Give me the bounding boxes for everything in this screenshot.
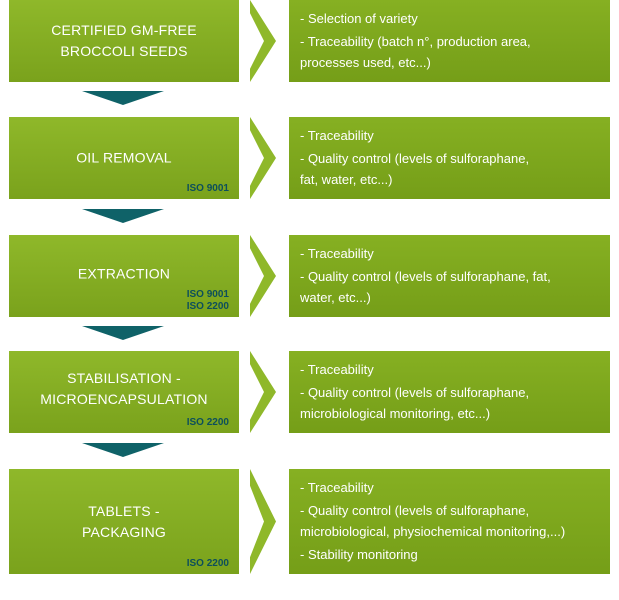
- step-box: STABILISATION - MICROENCAPSULATION ISO 22…: [9, 351, 239, 433]
- step-box: CERTIFIED GM-FREE BROCCOLI SEEDS: [9, 0, 239, 82]
- step-details: - Traceability - Quality control (levels …: [289, 235, 610, 317]
- step-title: OIL REMOVAL: [76, 149, 172, 166]
- detail-line: - Quality control (levels of sulforaphan…: [300, 503, 530, 518]
- iso-label: ISO 9001: [186, 183, 229, 194]
- iso-label: ISO 2200: [186, 558, 229, 569]
- detail-line: microbiological, physiochemical monitori…: [300, 524, 566, 539]
- step-title: TABLETS - PACKAGING: [81, 502, 166, 540]
- iso-label: ISO 9001: [186, 289, 229, 300]
- detail-line: - Traceability: [300, 362, 374, 377]
- chevron-right-icon: [250, 469, 276, 574]
- detail-line: - Quality control (levels of sulforaphan…: [300, 151, 530, 166]
- detail-line: water, etc...): [300, 290, 371, 305]
- detail-line: fat, water, etc...): [300, 172, 393, 187]
- arrow-down-icon: [82, 91, 164, 105]
- step-title: CERTIFIED GM-FREE BROCCOLI SEEDS: [51, 22, 197, 59]
- step-box: OIL REMOVAL ISO 9001: [9, 117, 239, 199]
- detail-line: - Quality control (levels of sulforaphan…: [300, 269, 551, 284]
- step-details: - Traceability - Quality control (levels …: [289, 469, 610, 574]
- detail-line: - Stability monitoring: [300, 547, 418, 562]
- iso-certification: ISO 9001: [187, 183, 229, 195]
- chevron-right-icon: [250, 0, 276, 82]
- arrow-down-icon: [82, 326, 164, 340]
- chevron-right-icon: [250, 117, 276, 199]
- chevron-right-icon: [250, 235, 276, 317]
- detail-line: microbiological monitoring, etc...): [300, 406, 491, 421]
- detail-line: - Traceability (batch n°, production are…: [300, 34, 531, 49]
- step-details: - Traceability - Quality control (levels …: [289, 117, 610, 199]
- step-details: - Selection of variety - Traceability (ba…: [289, 0, 610, 82]
- detail-line: - Quality control (levels of sulforaphan…: [300, 385, 530, 400]
- iso-label: ISO 2200: [186, 301, 229, 312]
- step-details: - Traceability - Quality control (levels …: [289, 351, 610, 433]
- iso-label: ISO 2200: [186, 417, 229, 428]
- detail-line: - Traceability: [300, 128, 374, 143]
- detail-line: - Traceability: [300, 480, 374, 495]
- arrow-down-icon: [82, 443, 164, 457]
- iso-certification: ISO 2200: [187, 558, 229, 570]
- iso-certification: ISO 2200: [187, 417, 229, 429]
- step-title: STABILISATION - MICROENCAPSULATION: [40, 369, 208, 407]
- detail-line: - Traceability: [300, 246, 374, 261]
- chevron-right-icon: [250, 351, 276, 433]
- step-title: EXTRACTION: [77, 265, 171, 282]
- arrow-down-icon: [82, 209, 164, 223]
- step-box: TABLETS - PACKAGING ISO 2200: [9, 469, 239, 574]
- detail-line: processes used, etc...): [300, 55, 431, 70]
- detail-line: - Selection of variety: [300, 11, 418, 26]
